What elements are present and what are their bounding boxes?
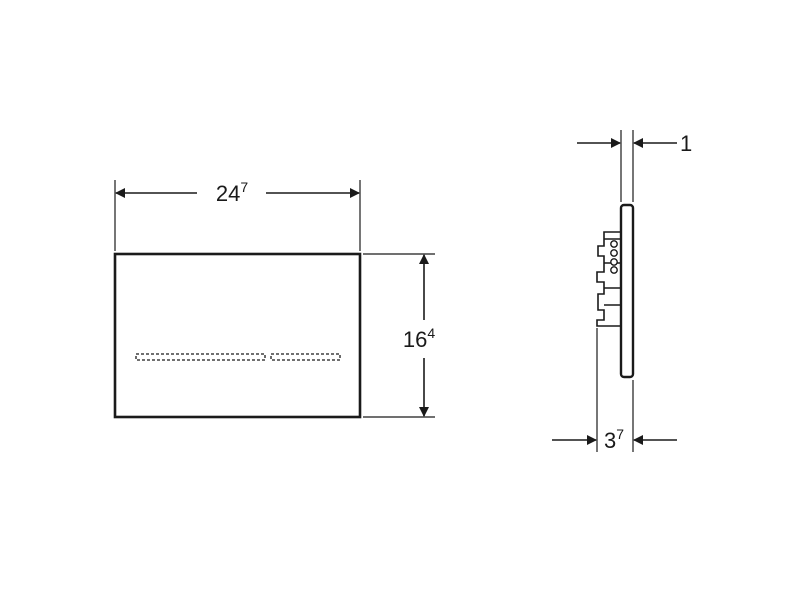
bolt-head bbox=[610, 258, 618, 266]
depth-dimension: 37 bbox=[552, 328, 677, 453]
side-view bbox=[596, 203, 635, 379]
thickness-label: 1 bbox=[680, 131, 692, 156]
width-dimension: 247 bbox=[114, 179, 361, 251]
mounting-bolts bbox=[610, 240, 618, 274]
front-view bbox=[113, 252, 362, 419]
bolt-head bbox=[610, 240, 618, 248]
height-dimension: 164 bbox=[363, 253, 435, 418]
flush-plate-outline bbox=[113, 252, 362, 419]
mounting-frame bbox=[596, 231, 621, 327]
bolt-head bbox=[610, 266, 618, 274]
height-label: 164 bbox=[403, 325, 435, 352]
flush-button-large bbox=[135, 353, 266, 361]
flush-button-small bbox=[270, 353, 341, 361]
depth-label: 37 bbox=[604, 426, 624, 453]
thickness-dimension: 1 bbox=[577, 130, 692, 202]
width-label: 247 bbox=[216, 179, 248, 206]
bolt-head bbox=[610, 249, 618, 257]
side-plate bbox=[619, 203, 635, 379]
